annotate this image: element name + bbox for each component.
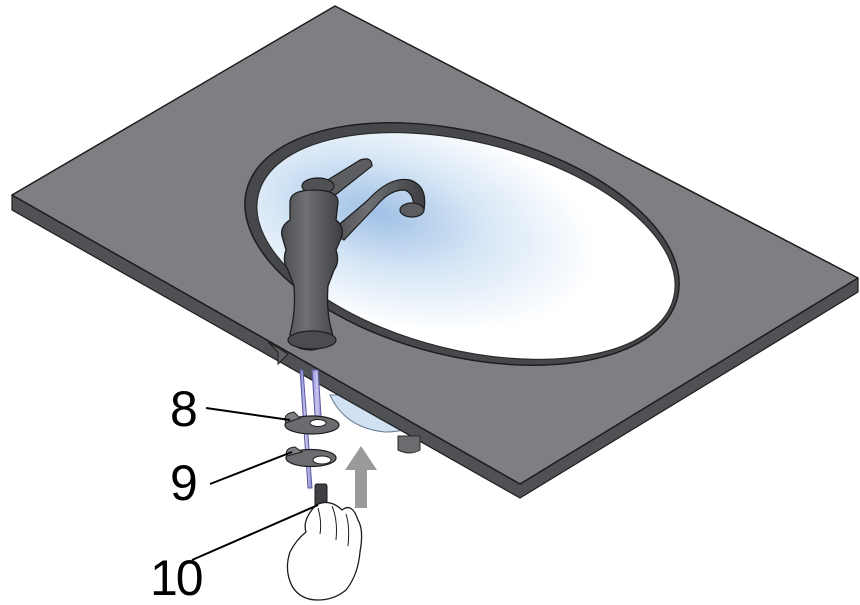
hand-fingers xyxy=(317,505,350,547)
faucet-spout xyxy=(328,178,426,241)
hand xyxy=(286,501,363,601)
mounting-nut xyxy=(285,446,337,468)
callout-10-label: 10 xyxy=(150,550,202,605)
upward-arrow xyxy=(345,446,377,508)
callout-8-label: 8 xyxy=(170,381,196,437)
faucet-base xyxy=(287,330,337,350)
countertop-notch xyxy=(267,341,289,366)
callout-9-label: 9 xyxy=(170,455,196,511)
callout-10-leader xyxy=(191,504,319,561)
horseshoe-washer xyxy=(284,411,340,435)
faucet-body xyxy=(281,189,344,351)
faucet-aerator xyxy=(399,202,425,218)
callout-8-leader xyxy=(205,407,291,421)
faucet xyxy=(281,158,426,351)
drain-fitting xyxy=(397,435,421,454)
callout-9-leader xyxy=(209,451,293,485)
sink-basin xyxy=(256,131,676,361)
